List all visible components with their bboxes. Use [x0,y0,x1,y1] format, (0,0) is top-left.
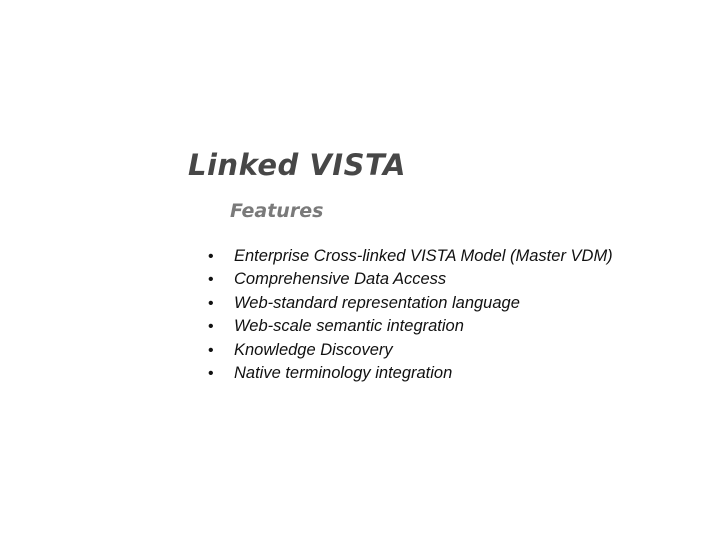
bullet-text: Native terminology integration [234,363,453,382]
slide-title: Linked VISTA [188,148,406,182]
bullet-item: • Web-standard representation language [208,294,613,317]
slide-subtitle: Features [230,200,324,222]
bullet-item: • Enterprise Cross-linked VISTA Model (M… [208,247,613,270]
bullet-icon: • [208,364,214,382]
bullet-icon: • [208,248,214,265]
bullet-item: • Knowledge Discovery [208,341,613,364]
bullet-text: Knowledge Discovery [234,340,393,359]
bullet-icon: • [208,271,214,289]
bullet-item: • Native terminology integration [208,364,613,387]
bullet-item: • Comprehensive Data Access [208,270,613,293]
bullet-text: Enterprise Cross-linked VISTA Model (Mas… [234,247,613,265]
bullet-icon: • [208,294,214,312]
bullet-item: • Web-scale semantic integration [208,317,613,340]
bullet-list: • Enterprise Cross-linked VISTA Model (M… [208,247,613,387]
bullet-text: Comprehensive Data Access [234,270,447,289]
bullet-text: Web-scale semantic integration [234,317,464,336]
bullet-icon: • [208,341,214,359]
bullet-icon: • [208,318,214,336]
bullet-text: Web-standard representation language [234,293,520,312]
